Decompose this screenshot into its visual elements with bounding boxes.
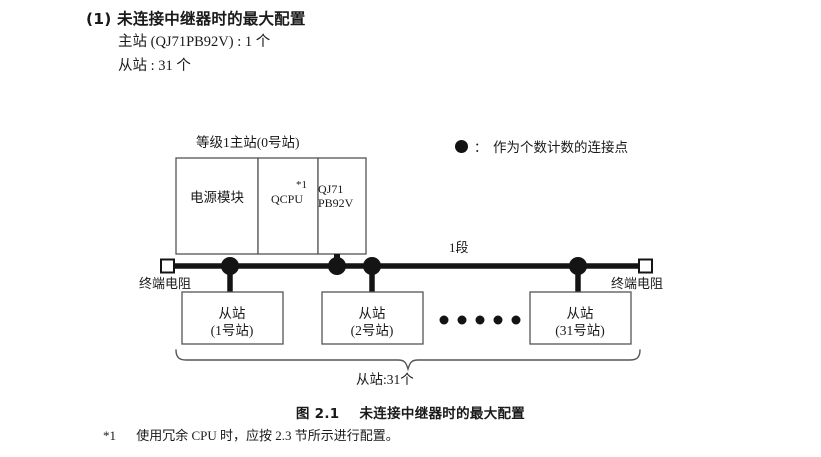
legend: ： 作为个数计数的连接点 bbox=[455, 136, 628, 156]
connection-dot-slave2 bbox=[363, 257, 381, 275]
slave-station-label-1: 从站 (1号站) bbox=[182, 305, 282, 339]
figure-caption: 图 2.1 未连接中继器时的最大配置 bbox=[0, 402, 821, 422]
slave-station-label-2: 从站 (2号站) bbox=[322, 305, 422, 339]
legend-colon: ： bbox=[474, 139, 488, 155]
slave31-name: 从站 bbox=[566, 306, 594, 321]
slave-count-label: 从站:31个 bbox=[356, 372, 414, 387]
qcpu-module-label: QCPU bbox=[270, 192, 303, 206]
qj71pb92v-module-box bbox=[317, 157, 367, 255]
qj71pb92v-label-line2: PB92V bbox=[318, 196, 354, 210]
qcpu-module-box bbox=[257, 157, 319, 255]
slave1-station: (1号站) bbox=[210, 323, 254, 338]
slave2-station: (2号站) bbox=[350, 323, 394, 338]
connection-dot-slave31 bbox=[569, 257, 587, 275]
spec-slave-line: 从站 : 31 个 bbox=[118, 58, 191, 74]
figure-number: 图 2.1 bbox=[295, 406, 340, 422]
slave-count-brace bbox=[175, 349, 641, 372]
connection-dot-master bbox=[328, 257, 346, 275]
terminator-left-label: 终端电阻 bbox=[139, 276, 192, 291]
slave2-name: 从站 bbox=[358, 306, 386, 321]
spec-master-line: 主站 (QJ71PB92V) : 1 个 bbox=[118, 34, 271, 50]
slave1-name: 从站 bbox=[218, 306, 246, 321]
segment-count-label: 1段 bbox=[449, 240, 469, 255]
terminator-left-icon bbox=[160, 258, 175, 274]
figure-title: 未连接中继器时的最大配置 bbox=[359, 406, 526, 422]
master-station-rack bbox=[175, 157, 367, 255]
terminator-right-label: 终端电阻 bbox=[611, 276, 664, 291]
terminator-right-icon bbox=[638, 258, 653, 274]
qj71pb92v-module-label: QJ71 PB92V bbox=[318, 182, 362, 210]
qj71pb92v-label-line1: QJ71 bbox=[318, 182, 344, 196]
power-supply-module-box bbox=[175, 157, 259, 255]
slave-station-box-1 bbox=[181, 291, 284, 345]
footnote: *1 使用冗余 CPU 时，应按 2.3 节所示进行配置。 bbox=[103, 425, 399, 444]
footnote-text: 使用冗余 CPU 时，应按 2.3 节所示进行配置。 bbox=[136, 428, 399, 443]
legend-description: 作为个数计数的连接点 bbox=[493, 140, 629, 155]
filled-circle-icon bbox=[455, 139, 468, 153]
master-station-caption: 等级1主站(0号站) bbox=[196, 135, 300, 150]
power-supply-module-label: 电源模块 bbox=[190, 190, 244, 205]
ellipsis-dots bbox=[439, 315, 521, 325]
section-number: (1) bbox=[86, 10, 112, 28]
footnote-marker: *1 bbox=[103, 428, 116, 443]
slave-station-label-31: 从站 (31号站) bbox=[530, 305, 630, 339]
page-title: (1) 未连接中继器时的最大配置 bbox=[86, 8, 686, 30]
slave31-station: (31号站) bbox=[555, 323, 605, 338]
section-title-text: 未连接中继器时的最大配置 bbox=[117, 10, 306, 28]
connection-dot-slave1 bbox=[221, 257, 239, 275]
qcpu-footnote-marker: *1 bbox=[296, 179, 307, 191]
slave-station-box-2 bbox=[321, 291, 424, 345]
slave-station-box-31 bbox=[529, 291, 632, 345]
heading-block: (1) 未连接中继器时的最大配置 主站 (QJ71PB92V) : 1 个 从站… bbox=[86, 8, 686, 78]
